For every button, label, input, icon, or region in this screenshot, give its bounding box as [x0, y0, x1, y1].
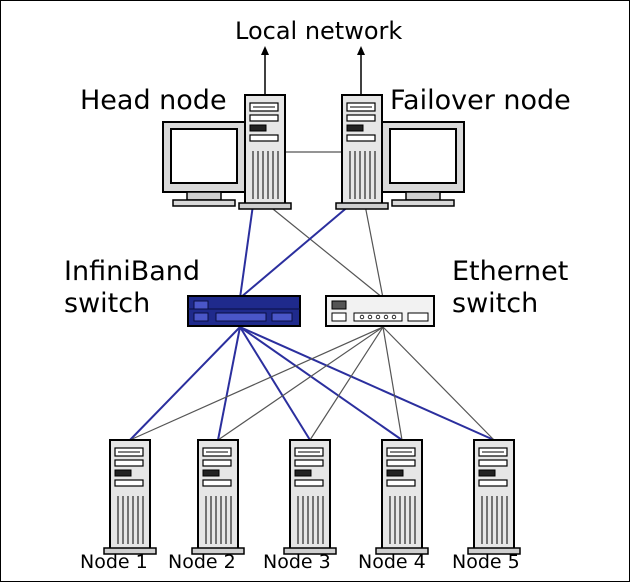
infiniband-switch-label-line2: switch [64, 288, 151, 319]
ethernet-switch-label-line2: switch [452, 288, 539, 319]
node-label: Node 5 [452, 551, 520, 573]
local-network-label: Local network [235, 17, 403, 45]
uplink-arrow-icon [261, 46, 269, 95]
monitor-icon [381, 121, 465, 207]
server-tower-icon [375, 439, 429, 555]
uplink-arrow-icon [357, 46, 365, 95]
server-tower-icon [335, 94, 389, 210]
monitor-icon [162, 121, 246, 207]
node-label: Node 4 [358, 551, 426, 573]
infiniband-switch-icon [187, 295, 301, 327]
server-tower-icon [467, 439, 521, 555]
node-label: Node 3 [263, 551, 331, 573]
failover-node-label: Failover node [390, 85, 571, 116]
ethernet-switch-icon [325, 295, 435, 327]
server-tower-icon [191, 439, 245, 555]
node-label: Node 2 [168, 551, 236, 573]
infiniband-switch-label: InfiniBand switch [64, 256, 200, 320]
server-tower-icon [238, 94, 292, 210]
head-node-label: Head node [80, 85, 227, 116]
ethernet-switch-label: Ethernet switch [452, 256, 568, 320]
node-label: Node 1 [80, 551, 148, 573]
infiniband-switch-label-line1: InfiniBand [64, 256, 201, 287]
ethernet-switch-label-line1: Ethernet [452, 256, 569, 287]
network-links [129, 151, 495, 441]
server-tower-icon [103, 439, 157, 555]
server-tower-icon [283, 439, 337, 555]
